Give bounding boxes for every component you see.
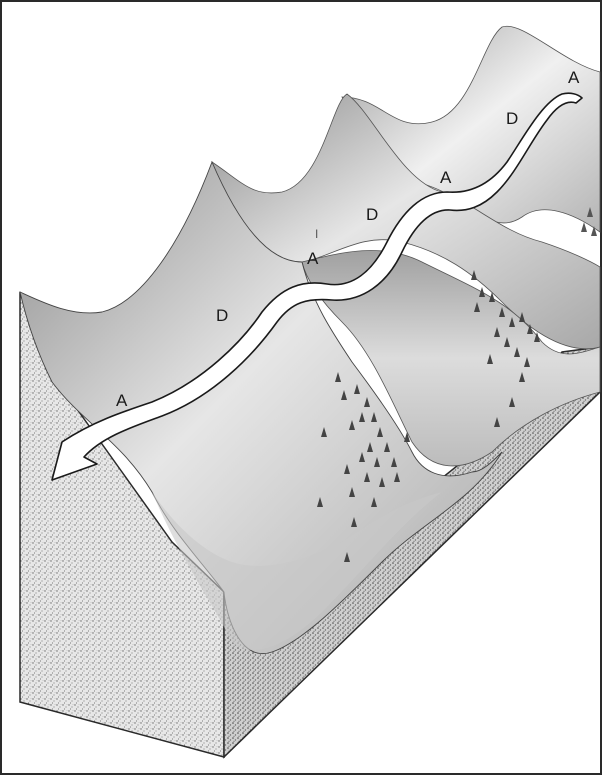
label-d-2: D (366, 205, 378, 224)
label-a-2: A (307, 249, 319, 268)
label-d-3: D (506, 109, 518, 128)
label-a-1: A (116, 391, 128, 410)
label-a-3: A (440, 168, 452, 187)
label-a-4: A (568, 68, 580, 87)
label-tick: I (315, 227, 318, 241)
label-d-1: D (216, 306, 228, 325)
